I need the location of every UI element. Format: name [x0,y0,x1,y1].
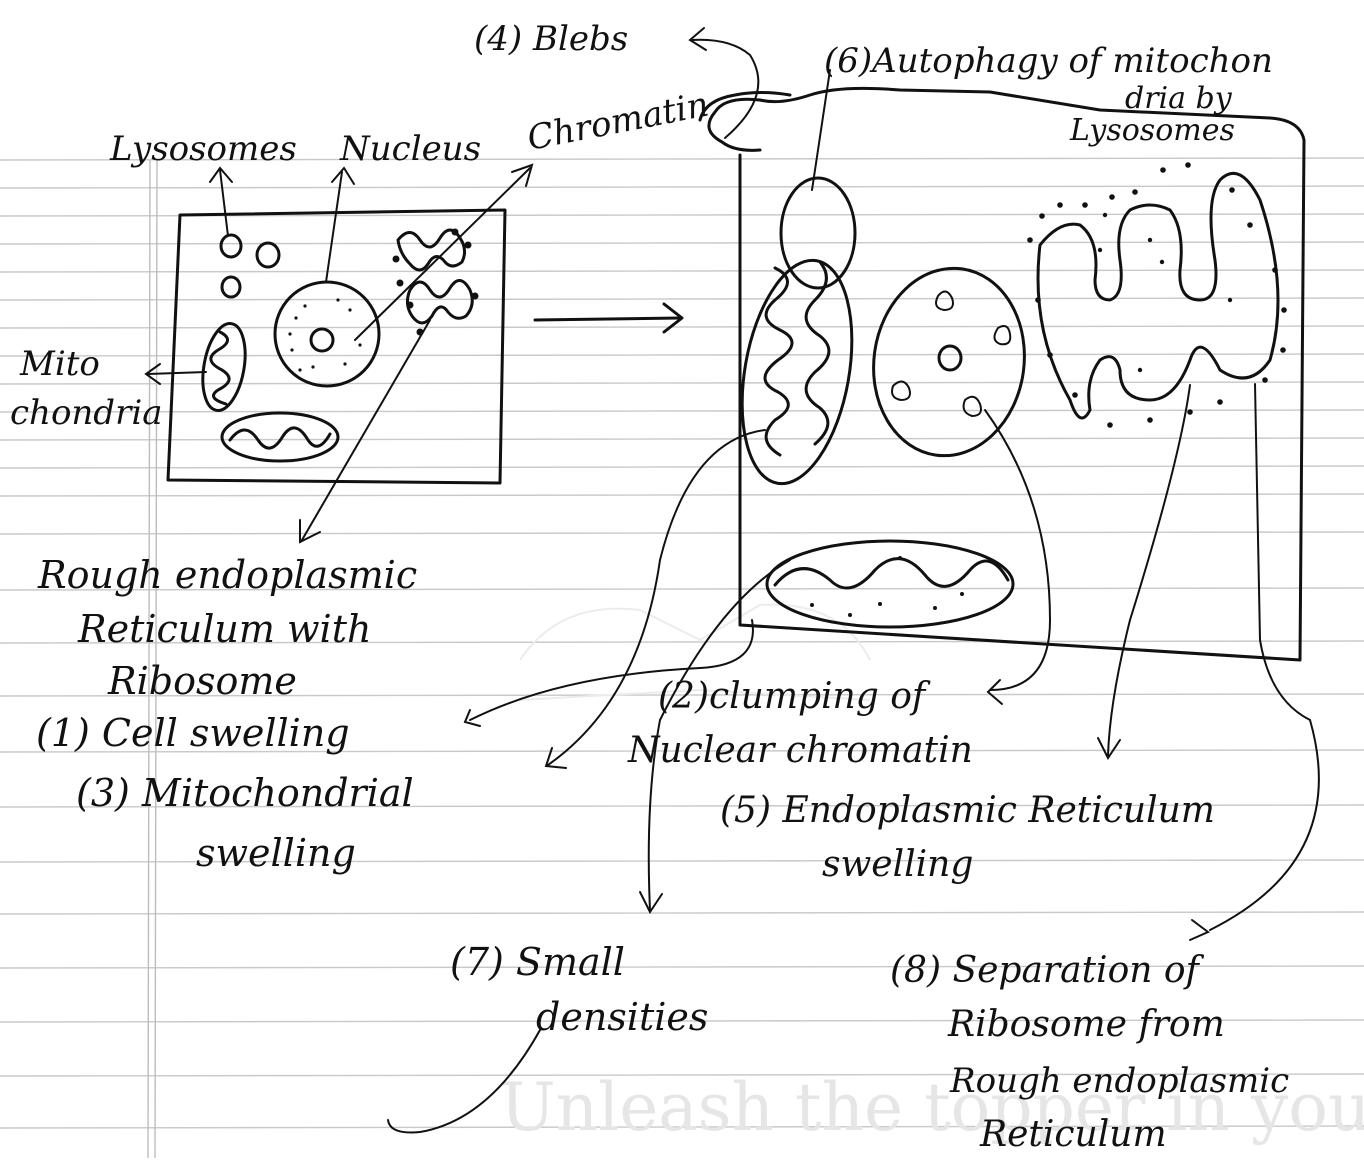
label-mito-swelling-2: swelling [196,831,356,875]
label-cell-swelling: (1) Cell swelling [36,711,350,755]
label-rer-1: Rough endoplasmic [37,553,417,597]
label-mitochondria-1: Mito [19,344,100,384]
nucleus [275,282,379,386]
label-er-swelling-1: (5) Endoplasmic Reticulum [720,790,1215,831]
injured-nucleus [862,258,1037,465]
injured-cell [700,88,1304,660]
label-rer-3: Ribosome [107,659,297,703]
rough-er [393,229,479,336]
label-nucleus: Nucleus [339,129,481,169]
label-lysosomes: Lysosomes [109,129,297,169]
label-rer-2: Reticulum with [77,607,371,651]
normal-cell [168,210,505,483]
label-autophagy-3: Lysosomes [1069,113,1235,148]
label-mitochondria-2: chondria [10,393,162,433]
label-separation-3: Rough endoplasmic [949,1061,1289,1101]
label-clumping-1: (2)clumping of [658,676,931,717]
swollen-er [1027,162,1287,428]
label-small-densities-1: (7) Small [450,940,625,984]
swollen-mitochondrion-vertical [726,178,868,492]
labels: Lysosomes Nucleus Chromatin Mito chondri… [10,19,1289,1155]
mitochondrion-vertical [197,320,252,414]
mitochondrion-horizontal [222,413,338,461]
label-mito-swelling-1: (3) Mitochondrial [76,771,414,815]
label-chromatin: Chromatin [524,85,712,159]
label-separation-2: Ribosome from [947,1004,1225,1045]
label-separation-1: (8) Separation of [890,950,1205,991]
label-blebs: (4) Blebs [474,19,628,59]
label-separation-4: Reticulum [979,1114,1167,1155]
label-er-swelling-2: swelling [822,844,973,885]
label-small-densities-2: densities [536,995,708,1039]
label-autophagy-1: (6)Autophagy of mitochon [824,41,1273,81]
label-clumping-2: Nuclear chromatin [627,730,973,771]
swollen-mitochondrion-horizontal [767,541,1013,627]
label-autophagy-2: dria by [1125,81,1233,116]
